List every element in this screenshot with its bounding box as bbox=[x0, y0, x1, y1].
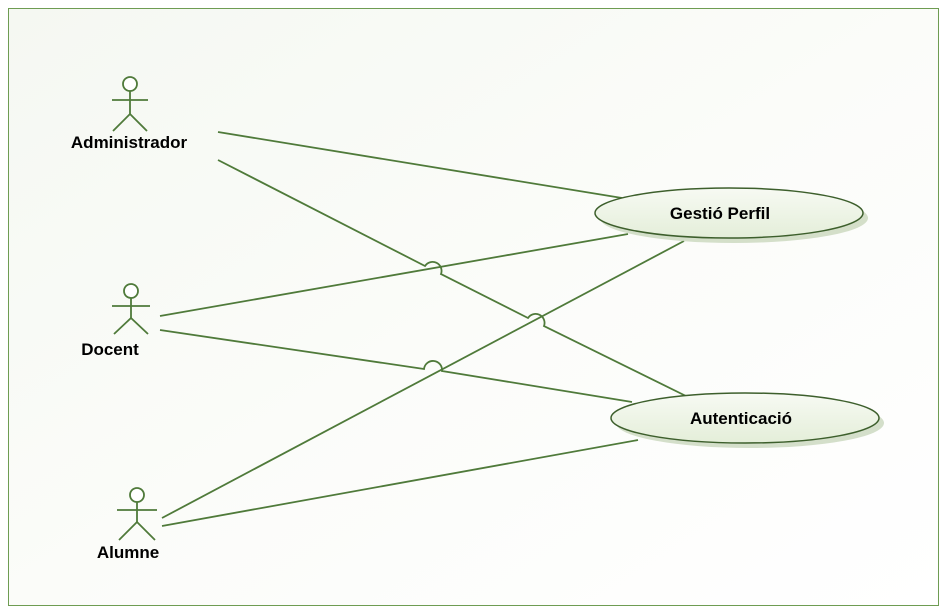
association-alumne-gestio-perfil[interactable] bbox=[161, 240, 685, 519]
actor-label: Administrador bbox=[71, 133, 188, 152]
use-case-ellipse bbox=[610, 392, 880, 444]
use-case-autenticacio[interactable]: Autenticació bbox=[610, 392, 884, 448]
actor-stick-figure-icon bbox=[112, 76, 148, 132]
use-case-label: Gestió Perfil bbox=[670, 204, 770, 223]
use-case-label: Autenticació bbox=[690, 409, 792, 428]
actor-label: Docent bbox=[81, 340, 139, 359]
association-alumne-autenticacio[interactable] bbox=[161, 439, 639, 527]
use-case-gestio-perfil[interactable]: Gestió Perfil bbox=[594, 187, 868, 243]
association-docent-gestio-perfil[interactable] bbox=[159, 233, 629, 317]
actor-label: Alumne bbox=[97, 543, 159, 562]
actor-stick-figure-icon bbox=[117, 487, 157, 541]
association-administrador-autenticacio[interactable] bbox=[217, 159, 691, 399]
actor-stick-figure-icon bbox=[112, 283, 150, 335]
diagram-frame bbox=[8, 8, 939, 606]
use-case-ellipse bbox=[594, 187, 864, 239]
actor-administrador[interactable]: Administrador bbox=[71, 76, 188, 152]
actor-docent[interactable]: Docent bbox=[81, 283, 150, 359]
association-administrador-gestio-perfil[interactable] bbox=[217, 131, 623, 199]
association-lines bbox=[159, 131, 691, 527]
actor-alumne[interactable]: Alumne bbox=[97, 487, 159, 562]
